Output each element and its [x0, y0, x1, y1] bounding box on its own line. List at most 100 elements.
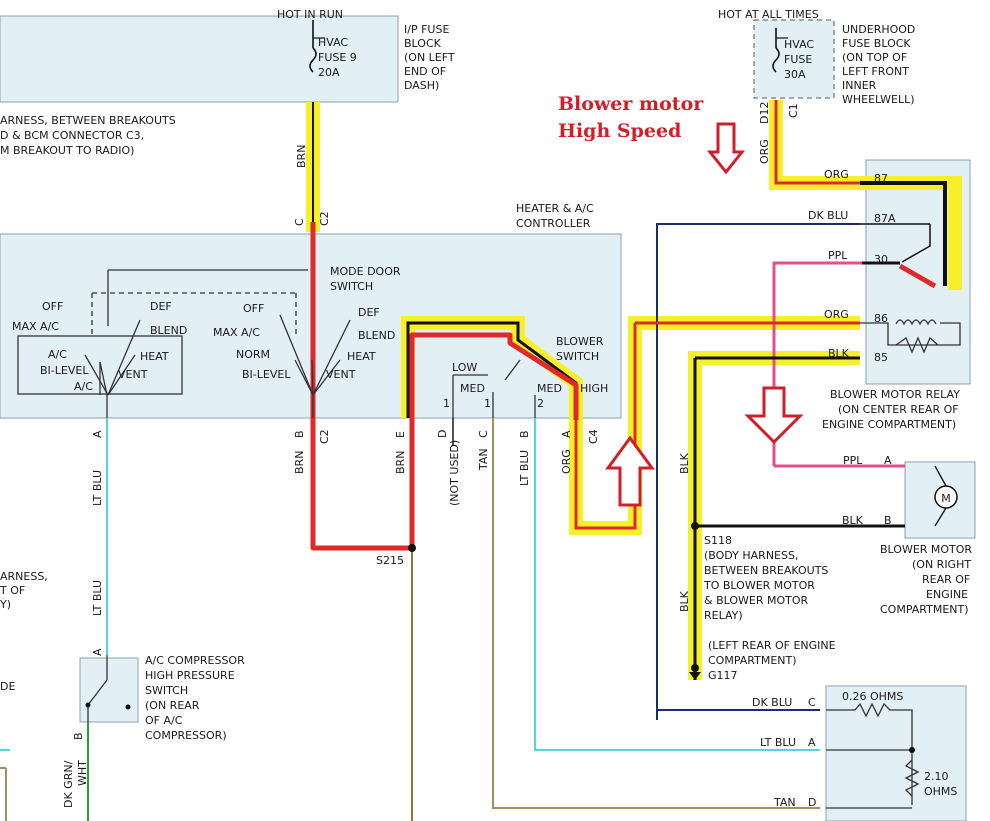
left-note-3: M BREAKOUT TO RADIO): [0, 144, 134, 157]
ip-fuse-label: I/P FUSE BLOCK (ON LEFT END OF DASH): [404, 23, 455, 92]
ml-a: A: [884, 454, 892, 467]
motor-label-5: COMPARTMENT): [880, 603, 969, 616]
rl-87: 87: [874, 172, 888, 185]
rl-30: 30: [874, 253, 888, 266]
pin-c2-top: C2: [318, 211, 331, 226]
pin-b-mode: B: [293, 430, 306, 438]
left-note-1: ARNESS, BETWEEN BREAKOUTS: [0, 114, 176, 127]
ls-ac: A/C: [48, 348, 67, 361]
s215-dot: [408, 544, 416, 552]
underhood-fuse-box: [753, 19, 835, 99]
wl-d12: D12: [758, 102, 771, 124]
bp-high: HIGH: [580, 382, 608, 395]
blower-positions: LOW MED 1 MED 2 HIGH 1: [443, 361, 608, 410]
rs-norm: NORM: [236, 348, 270, 361]
motor-labels: PPL A BLK B BLOWER MOTOR (ON RIGHT REAR …: [842, 454, 972, 616]
motor-label-2: (ON RIGHT: [912, 558, 971, 571]
resistor-labels: DK BLU C 0.26 OHMS LT BLU A 2.10 OHMS TA…: [752, 690, 957, 809]
rs-off: OFF: [243, 302, 264, 315]
rl-org: ORG: [824, 168, 849, 181]
pin-e: E: [394, 431, 407, 438]
pin-d: D: [436, 430, 449, 438]
s118-4: TO BLOWER MOTOR: [703, 579, 815, 592]
left-switch-labels: OFF DEF BLEND MAX A/C A/C HEAT BI-LEVEL …: [12, 300, 187, 393]
fuse30-symbol: [772, 47, 780, 73]
blower-switch-1: BLOWER: [556, 335, 604, 348]
bp-med2-num: 2: [537, 397, 544, 410]
ls-bilevel: BI-LEVEL: [40, 364, 89, 377]
fuse30-l1: HVAC: [784, 38, 814, 51]
pin-c: C: [477, 430, 490, 438]
fuse30-l3: 30A: [784, 68, 806, 81]
switch-lines: [17, 269, 536, 418]
s118-labels: S118 (BODY HARNESS, BETWEEN BREAKOUTS TO…: [703, 534, 836, 682]
uh-l3: (ON TOP OF: [842, 51, 907, 64]
g117-1: (LEFT REAR OF ENGINE: [708, 639, 836, 652]
wl-brn-top: BRN: [295, 145, 308, 168]
compressor-switch: [87, 655, 108, 722]
comp-6: COMPRESSOR): [145, 729, 227, 742]
relay-labels: ORG 87 DK BLU 87A PPL 30 ORG 86 BLK 85 B…: [808, 168, 960, 431]
pin-a-left: A: [91, 430, 104, 438]
resistor-box: [825, 685, 967, 821]
rl-dkblu: DK BLU: [808, 209, 848, 222]
uh-l2: FUSE BLOCK: [842, 37, 911, 50]
relay-label-3: ENGINE COMPARTMENT): [822, 418, 956, 431]
wl-org-top: ORG: [758, 139, 771, 164]
g117-2: COMPARTMENT): [708, 654, 797, 667]
comp-5: OF A/C: [145, 714, 183, 727]
rl-org2: ORG: [824, 308, 849, 321]
rl-86: 86: [874, 312, 888, 325]
wire-labels: BRN C C2 A B C2 E D C B A C4 BRN BRN (NO…: [62, 102, 800, 808]
left-low-1: DE: [0, 680, 15, 693]
controller-title-1: HEATER & A/C: [516, 202, 594, 215]
ml-ppl: PPL: [843, 454, 863, 467]
bp-med1: MED: [460, 382, 485, 395]
res-a: A: [808, 736, 816, 749]
wires: [0, 100, 947, 821]
controller-title-2: CONTROLLER: [516, 217, 591, 230]
motor-label-4: ENGINE: [926, 588, 968, 601]
pin-c2-bottom: C2: [318, 429, 331, 444]
uh-l4: LEFT FRONT: [842, 65, 909, 78]
comp-3: SWITCH: [145, 684, 188, 697]
annotation-title-1: Blower motor: [558, 93, 704, 115]
rs-maxac: MAX A/C: [213, 326, 260, 339]
comp-2: HIGH PRESSURE: [145, 669, 235, 682]
wl-ltblu-b: LT BLU: [518, 450, 531, 486]
rl-85: 85: [874, 351, 888, 364]
rs-vent: VENT: [326, 368, 356, 381]
wl-ltblu-1: LT BLU: [91, 470, 104, 506]
ls-off: OFF: [42, 300, 63, 313]
ip-l5: DASH): [404, 79, 439, 92]
uh-l5: INNER: [842, 79, 877, 92]
annotation-title-2: High Speed: [558, 120, 681, 142]
ip-l3: (ON LEFT: [404, 51, 455, 64]
res-ohms1: 0.26 OHMS: [842, 690, 903, 703]
left-mid-3: Y): [0, 598, 11, 611]
res-d: D: [808, 796, 816, 809]
bp-med2: MED: [537, 382, 562, 395]
pin-c-top: C: [293, 218, 306, 226]
left-mid-2: T OF: [0, 584, 25, 597]
left-note-2: D & BCM CONNECTOR C3,: [0, 129, 144, 142]
bp-num1a: 1: [443, 397, 450, 410]
rs-def: DEF: [358, 306, 380, 319]
s118-5: & BLOWER MOTOR: [704, 594, 809, 607]
res-tan: TAN: [773, 796, 796, 809]
wl-dkgrn-2: WHT: [76, 760, 89, 786]
rl-blk: BLK: [828, 347, 850, 360]
res-ohms2-2: OHMS: [924, 785, 957, 798]
s118-6: RELAY): [704, 609, 743, 622]
pin-a: A: [560, 430, 573, 438]
ls-ac2: A/C: [74, 380, 93, 393]
wl-blk-2: BLK: [678, 590, 691, 612]
ls-blend: BLEND: [150, 324, 187, 337]
ml-b: B: [884, 514, 892, 527]
ls-vent: VENT: [118, 368, 148, 381]
s118-1: S118: [704, 534, 732, 547]
annotation-arrows: [605, 122, 804, 507]
ls-maxac: MAX A/C: [12, 320, 59, 333]
underhood-label: UNDERHOOD FUSE BLOCK (ON TOP OF LEFT FRO…: [842, 23, 915, 106]
rl-87a: 87A: [874, 212, 896, 225]
